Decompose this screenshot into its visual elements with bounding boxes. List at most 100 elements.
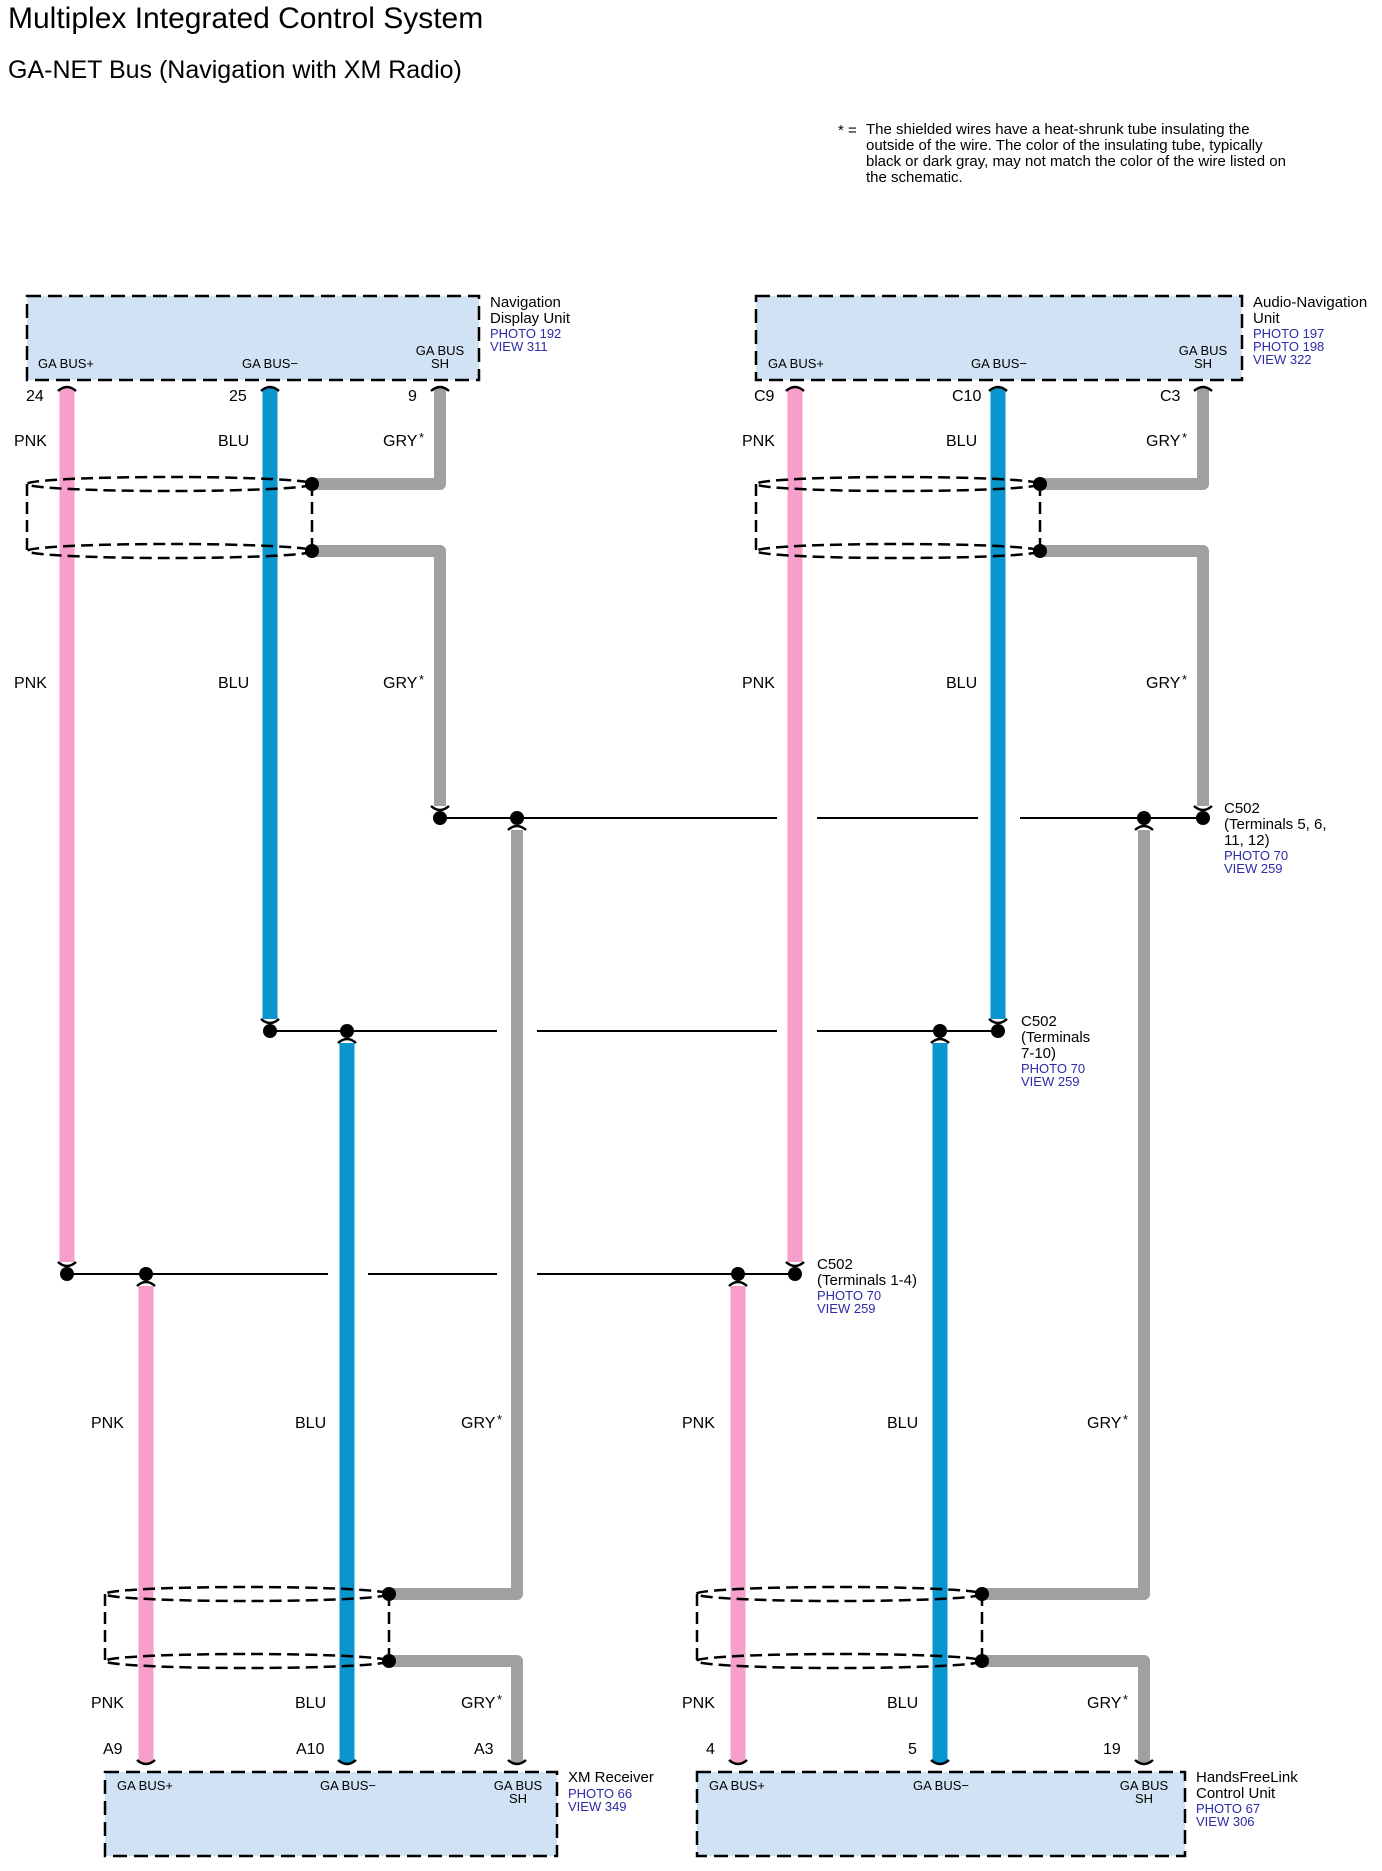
note-marker: * = bbox=[838, 122, 857, 139]
wire-label-star: * bbox=[419, 672, 424, 687]
c502-pnk-photo-ref[interactable]: PHOTO 70 bbox=[817, 1288, 881, 1303]
audio-term-neg: C10 bbox=[952, 388, 981, 405]
nav-gry-lower bbox=[312, 545, 446, 806]
wire-label-gry: GRY bbox=[1087, 1415, 1122, 1432]
wire-label-blu: BLU bbox=[887, 1415, 918, 1432]
terminal-numbers: 24 25 9 C9 C10 C3 A9 A10 A3 4 5 19 bbox=[26, 388, 1181, 1758]
handsfreelink-control-unit[interactable]: GA BUS+ GA BUS− GA BUS SH HandsFreeLink … bbox=[695, 1769, 1298, 1858]
wire-label-star: * bbox=[1182, 672, 1187, 687]
wire-label-blu: BLU bbox=[295, 1415, 326, 1432]
wire-label-pnk: PNK bbox=[91, 1695, 124, 1712]
wire-label-blu: BLU bbox=[218, 675, 249, 692]
xm-unit-box bbox=[103, 1770, 559, 1858]
c502-blu-terminals-1: (Terminals bbox=[1021, 1029, 1090, 1046]
wire-label-blu: BLU bbox=[946, 675, 977, 692]
hfl-pin-gabus-pos: GA BUS+ bbox=[709, 1778, 765, 1793]
c502-gry-view-ref[interactable]: VIEW 259 bbox=[1224, 861, 1283, 876]
c502-gry-photo-ref[interactable]: PHOTO 70 bbox=[1224, 848, 1288, 863]
wire-label-pnk: PNK bbox=[91, 1415, 124, 1432]
gry-wires bbox=[312, 388, 1209, 1763]
wire-label-star: * bbox=[1123, 1412, 1128, 1427]
nav-term-pos: 24 bbox=[26, 388, 44, 405]
wire-label-pnk: PNK bbox=[682, 1695, 715, 1712]
nav-unit-box bbox=[25, 294, 481, 382]
wire-label-gry: GRY bbox=[1087, 1695, 1122, 1712]
audio-pin-gabus-sh-1: GA BUS bbox=[1179, 343, 1228, 358]
audio-pin-gabus-sh-2: SH bbox=[1194, 356, 1212, 371]
nav-gry-upper bbox=[312, 388, 446, 490]
xm-receiver[interactable]: GA BUS+ GA BUS− GA BUS SH XM Receiver PH… bbox=[103, 1769, 654, 1858]
nav-term-sh: 9 bbox=[408, 388, 417, 405]
c502-gry-name: C502 bbox=[1224, 800, 1260, 817]
page-title: Multiplex Integrated Control System bbox=[8, 2, 484, 35]
c502-blu-view-ref[interactable]: VIEW 259 bbox=[1021, 1074, 1080, 1089]
wire-label-blu: BLU bbox=[887, 1695, 918, 1712]
xm-gry-upper bbox=[389, 830, 523, 1600]
c502-gry-callout[interactable]: C502 (Terminals 5, 6, 11, 12) PHOTO 70 V… bbox=[1224, 800, 1327, 876]
navigation-display-unit[interactable]: GA BUS+ GA BUS− GA BUS SH Navigation Dis… bbox=[25, 294, 571, 382]
c502-blu-callout[interactable]: C502 (Terminals 7-10) PHOTO 70 VIEW 259 bbox=[1021, 1013, 1090, 1089]
xm-pin-gabus-sh-1: GA BUS bbox=[494, 1778, 543, 1793]
audio-unit-box bbox=[754, 294, 1244, 382]
c502-pnk-view-ref[interactable]: VIEW 259 bbox=[817, 1301, 876, 1316]
nav-term-neg: 25 bbox=[229, 388, 247, 405]
wire-label-pnk: PNK bbox=[742, 675, 775, 692]
terminal-caps bbox=[57, 385, 1213, 1766]
audio-navigation-unit[interactable]: GA BUS+ GA BUS− GA BUS SH Audio-Navigati… bbox=[754, 294, 1367, 382]
hfl-term-neg: 5 bbox=[908, 1741, 917, 1758]
wire-label-gry: GRY bbox=[383, 675, 418, 692]
c502-blu-photo-ref[interactable]: PHOTO 70 bbox=[1021, 1061, 1085, 1076]
wire-label-gry: GRY bbox=[461, 1415, 496, 1432]
nav-unit-name-2: Display Unit bbox=[490, 310, 571, 327]
xm-photo-ref[interactable]: PHOTO 66 bbox=[568, 1786, 632, 1801]
wire-label-star: * bbox=[419, 430, 424, 445]
audio-pin-gabus-neg: GA BUS− bbox=[971, 356, 1027, 371]
audio-gry-upper bbox=[1040, 388, 1209, 490]
nav-pin-gabus-pos: GA BUS+ bbox=[38, 356, 94, 371]
wire-label-pnk: PNK bbox=[742, 433, 775, 450]
nav-view-ref[interactable]: VIEW 311 bbox=[490, 339, 548, 354]
audio-gry-lower bbox=[1040, 545, 1209, 806]
hfl-view-ref[interactable]: VIEW 306 bbox=[1196, 1814, 1255, 1829]
hfl-gry-lower bbox=[982, 1655, 1150, 1763]
nav-pin-gabus-sh-2: SH bbox=[431, 356, 449, 371]
xm-view-ref[interactable]: VIEW 349 bbox=[568, 1799, 627, 1814]
xm-term-neg: A10 bbox=[296, 1741, 325, 1758]
shields bbox=[25, 475, 1042, 1670]
c502-blu-terminals-2: 7-10) bbox=[1021, 1045, 1056, 1062]
hfl-gry-upper bbox=[982, 830, 1150, 1600]
wire-labels: PNK BLU GRY* PNK BLU GRY* PNK BLU GRY* P… bbox=[14, 430, 1187, 1712]
wire-label-pnk: PNK bbox=[14, 433, 47, 450]
wire-label-star: * bbox=[497, 1692, 502, 1707]
xm-gry-lower bbox=[389, 1655, 523, 1763]
nav-pin-gabus-neg: GA BUS− bbox=[242, 356, 298, 371]
audio-unit-name-2: Unit bbox=[1253, 310, 1281, 327]
hfl-unit-name-2: Control Unit bbox=[1196, 1785, 1276, 1802]
c502-gry-terminals-2: 11, 12) bbox=[1224, 832, 1270, 849]
wire-label-blu: BLU bbox=[946, 433, 977, 450]
wire-label-gry: GRY bbox=[1146, 433, 1181, 450]
c502-pnk-callout[interactable]: C502 (Terminals 1-4) PHOTO 70 VIEW 259 bbox=[817, 1256, 917, 1316]
bus-lines bbox=[67, 817, 1205, 1275]
hfl-pin-gabus-neg: GA BUS− bbox=[913, 1778, 969, 1793]
wire-label-gry: GRY bbox=[1146, 675, 1181, 692]
audio-photo-ref-2[interactable]: PHOTO 198 bbox=[1253, 339, 1324, 354]
hfl-pin-gabus-sh-1: GA BUS bbox=[1120, 1778, 1169, 1793]
hfl-unit-box bbox=[695, 1770, 1187, 1858]
audio-photo-ref-1[interactable]: PHOTO 197 bbox=[1253, 326, 1324, 341]
wire-label-star: * bbox=[1182, 430, 1187, 445]
nav-unit-name-1: Navigation bbox=[490, 294, 561, 311]
wire-label-gry: GRY bbox=[383, 433, 418, 450]
c502-blu-name: C502 bbox=[1021, 1013, 1057, 1030]
hfl-photo-ref[interactable]: PHOTO 67 bbox=[1196, 1801, 1260, 1816]
audio-view-ref[interactable]: VIEW 322 bbox=[1253, 352, 1312, 367]
audio-unit-name-1: Audio-Navigation bbox=[1253, 294, 1367, 311]
xm-term-pos: A9 bbox=[103, 1741, 123, 1758]
c502-pnk-name: C502 bbox=[817, 1256, 853, 1273]
nav-photo-ref[interactable]: PHOTO 192 bbox=[490, 326, 561, 341]
xm-pin-gabus-sh-2: SH bbox=[509, 1791, 527, 1806]
audio-term-pos: C9 bbox=[754, 388, 775, 405]
signal-wires bbox=[59, 388, 1006, 1763]
xm-term-sh: A3 bbox=[474, 1741, 494, 1758]
